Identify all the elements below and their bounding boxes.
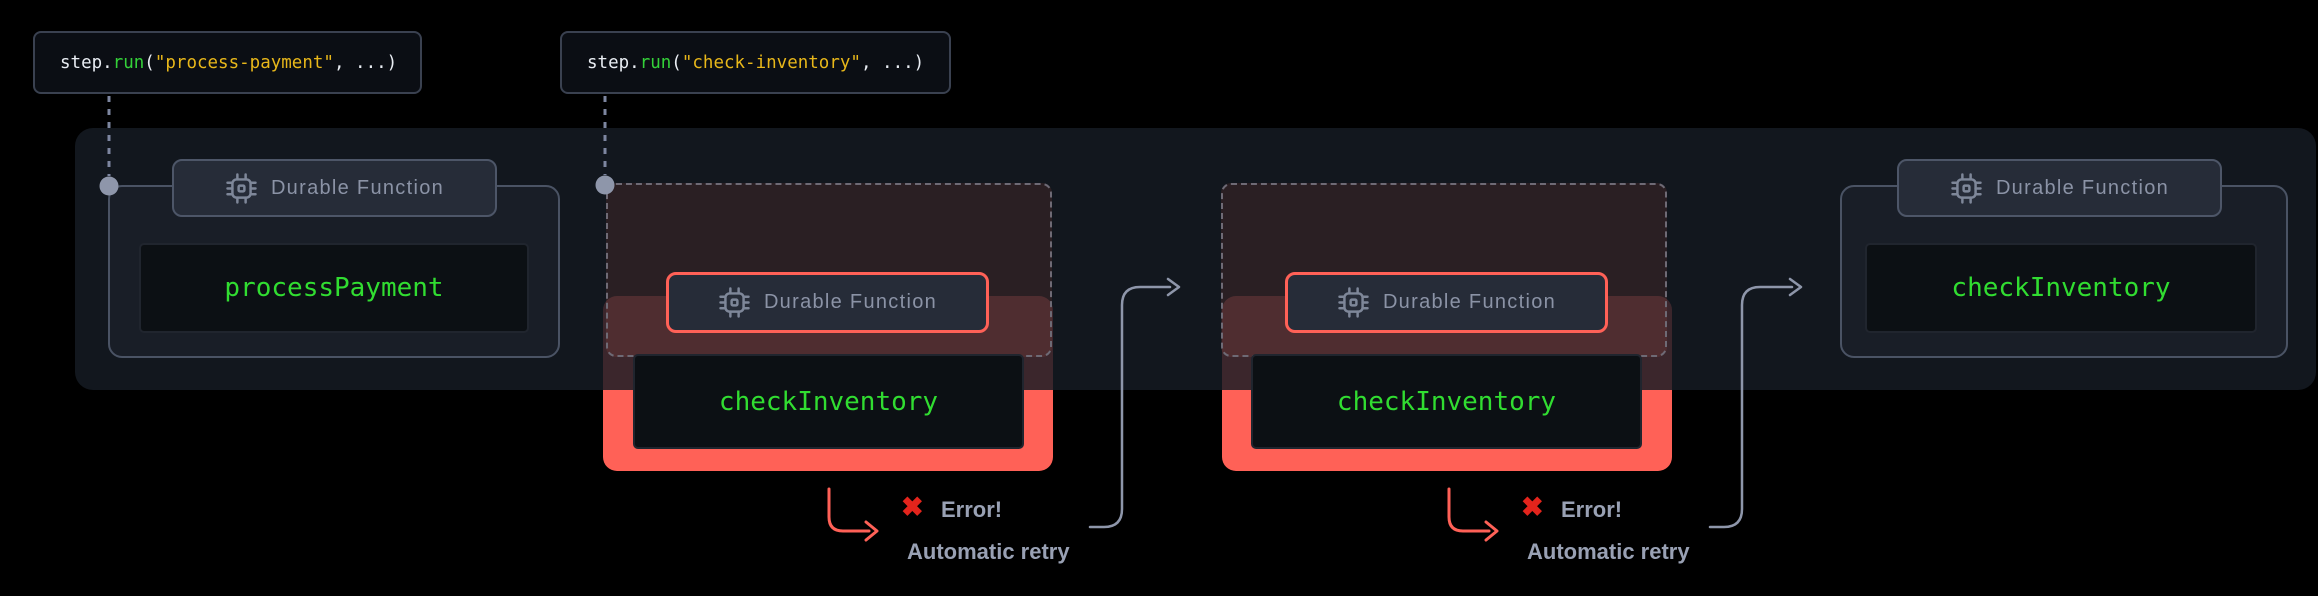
cpu-icon <box>1951 172 1982 204</box>
error-label: Error! <box>941 497 1003 522</box>
function-name: checkInventory <box>718 386 939 417</box>
function-name-box: checkInventory <box>1865 243 2257 333</box>
badge-label: Durable Function <box>1995 176 2170 199</box>
cpu-icon <box>719 287 750 318</box>
badge-label: Durable Function <box>1382 291 1557 313</box>
code-text: step.run("check-inventory", ...) <box>587 52 925 73</box>
durable-function-badge: Durable Function <box>1285 272 1608 333</box>
error-x-icon: ✖ <box>901 492 924 522</box>
retry-label: Automatic retry <box>907 539 1070 564</box>
durable-function-badge: Durable Function <box>172 159 497 217</box>
function-name-box: checkInventory <box>633 354 1024 449</box>
error-arrow <box>1447 487 1491 533</box>
error-label: Error! <box>1561 497 1623 522</box>
error-arrow-head <box>864 520 879 542</box>
function-name: processPayment <box>224 273 444 303</box>
durable-function-badge: Durable Function <box>666 272 989 333</box>
cpu-icon <box>1338 287 1369 318</box>
badge-label: Durable Function <box>763 291 938 313</box>
function-name-box: checkInventory <box>1251 354 1642 449</box>
function-name: checkInventory <box>1336 386 1557 417</box>
durable-function-badge: Durable Function <box>1897 159 2222 217</box>
error-arrow <box>827 487 871 533</box>
function-name-box: processPayment <box>139 243 529 333</box>
badge-label: Durable Function <box>270 176 445 199</box>
cpu-icon <box>226 172 257 204</box>
error-x-icon: ✖ <box>1521 492 1544 522</box>
error-arrow-head <box>1484 520 1499 542</box>
function-name: checkInventory <box>1951 273 2171 303</box>
code-label: step.run("check-inventory", ...) <box>560 31 951 94</box>
retry-label: Automatic retry <box>1527 539 1690 564</box>
code-label: step.run("process-payment", ...) <box>33 31 422 94</box>
code-text: step.run("process-payment", ...) <box>60 52 398 73</box>
